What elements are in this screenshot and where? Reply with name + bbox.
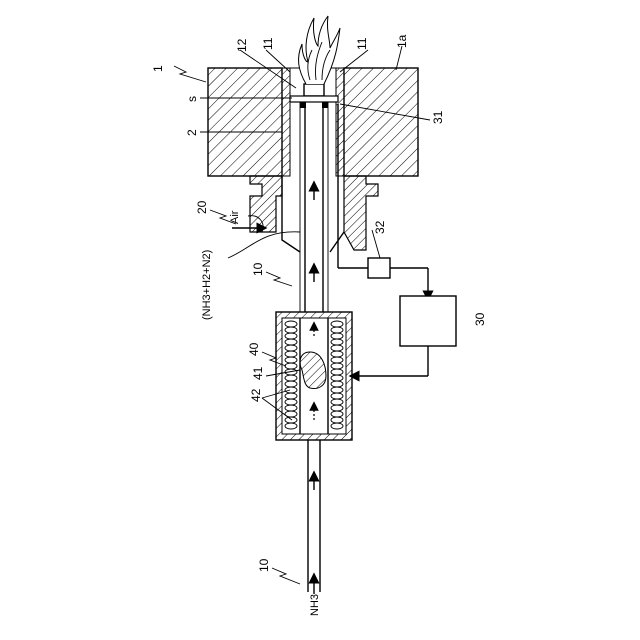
label-air-passage: 20 bbox=[195, 200, 209, 214]
label-nozzle-tip: 12 bbox=[235, 38, 249, 52]
label-flange-left: 11 bbox=[261, 37, 275, 50]
label-gap: s bbox=[185, 96, 199, 102]
air-label: Air bbox=[229, 210, 241, 224]
label-burner-system: 1 bbox=[151, 65, 165, 72]
label-fuel-pipe-downstream: 10 bbox=[251, 262, 265, 276]
label-burner-body: 2 bbox=[185, 129, 199, 136]
label-flange-right: 11 bbox=[355, 37, 369, 50]
label-converter: 32 bbox=[373, 220, 387, 234]
ammonia-inlet-label: NH3 bbox=[309, 594, 321, 616]
fuel-pipe-upstream bbox=[308, 440, 320, 594]
nozzle-assembly bbox=[290, 84, 338, 108]
label-catalyst: 41 bbox=[251, 366, 265, 380]
flame bbox=[299, 16, 340, 84]
label-furnace-wall: 1a bbox=[395, 34, 409, 48]
label-heater: 42 bbox=[249, 388, 263, 402]
label-fuel-pipe-upstream: 10 bbox=[257, 558, 271, 572]
label-reformer: 40 bbox=[247, 342, 261, 356]
label-controller: 30 bbox=[473, 312, 487, 326]
label-sensor: 31 bbox=[431, 110, 445, 124]
mixture-label: (NH3+H2+N2) bbox=[201, 250, 213, 320]
